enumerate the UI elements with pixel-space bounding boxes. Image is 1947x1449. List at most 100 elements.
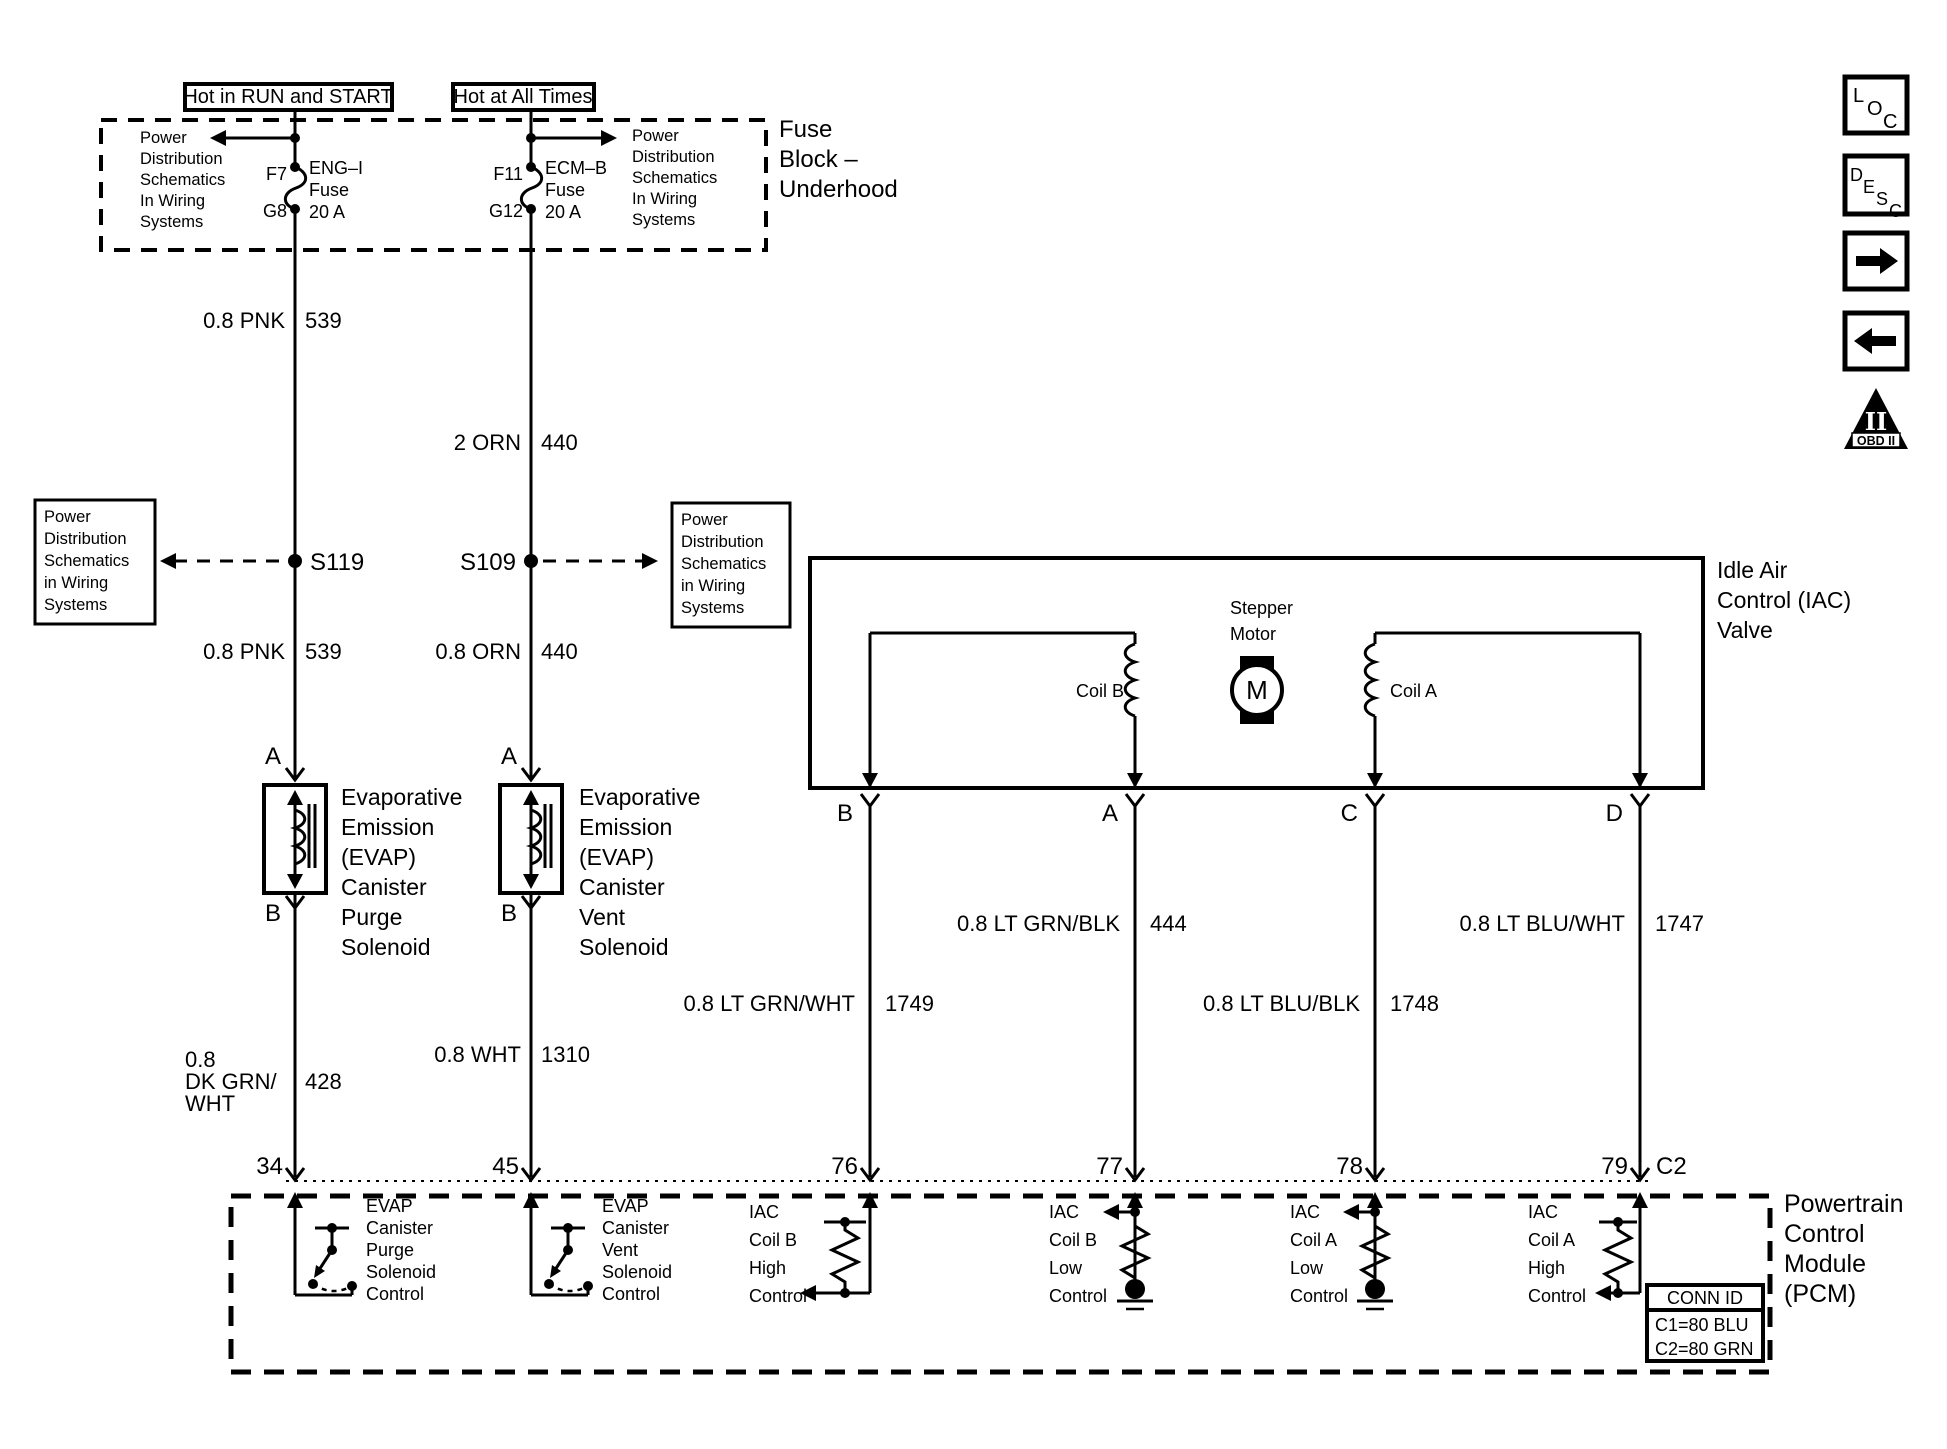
pcm-fn76: Coil B — [749, 1230, 797, 1250]
fuse1-pin-top: F7 — [266, 164, 287, 184]
power-distribution-box-mid: Power Distribution Schematics in Wiring … — [670, 501, 792, 629]
fuse-right-note: Power — [632, 127, 679, 145]
splice-s109: S109 — [460, 549, 658, 576]
connector-fork-icon — [859, 793, 881, 809]
pcm-fn45: Solenoid — [602, 1262, 672, 1282]
next-button[interactable] — [1842, 230, 1910, 292]
fuse2-label: 20 A — [545, 202, 581, 222]
iac-pin-b: B — [837, 800, 853, 827]
banner-hot-in-run-start-label: Hot in RUN and START — [183, 86, 392, 108]
fuse-block-title: Underhood — [779, 176, 898, 203]
desc-letter: E — [1863, 177, 1875, 197]
connector-fork-icon — [1629, 1167, 1651, 1183]
resistor-icon — [828, 1222, 862, 1293]
wire-circuit: 440 — [541, 430, 578, 455]
back-button[interactable] — [1842, 310, 1910, 372]
pcm-driver-evap-vent: EVAP Canister Vent Solenoid Control — [523, 1192, 672, 1304]
power-dist-left-line: Systems — [44, 596, 107, 614]
pcm-connector-id: C2 — [1656, 1153, 1687, 1180]
solenoid-coil-icon — [525, 808, 543, 866]
connector-fork-icon — [520, 1167, 542, 1183]
fuse-block-title: Fuse — [779, 116, 832, 143]
obd2-badge[interactable]: II OBD II — [1844, 388, 1908, 449]
pcm-fn34: EVAP — [366, 1196, 413, 1216]
iac-pin-a: A — [1102, 800, 1118, 827]
conn-id-row: C1=80 BLU — [1655, 1315, 1749, 1335]
fuse-left-note: In Wiring — [140, 192, 205, 210]
wire-label: WHT — [185, 1091, 235, 1116]
splice-s109-label: S109 — [460, 549, 516, 576]
connector-fork-icon — [859, 1167, 881, 1183]
loc-letter: O — [1867, 98, 1883, 120]
arrow-right-icon — [1856, 248, 1898, 274]
connector-fork-icon — [520, 895, 542, 911]
iac-title: Valve — [1717, 617, 1773, 643]
fuse2-pin-bottom: G12 — [489, 201, 523, 221]
connector-fork-icon — [1629, 793, 1651, 809]
wire-circuit: 539 — [305, 308, 342, 333]
connector-fork-icon — [1124, 1167, 1146, 1183]
pcm-pin-77: 77 — [1096, 1153, 1123, 1180]
loc-button[interactable]: L O C — [1842, 74, 1910, 136]
fuse-right-note: Schematics — [632, 169, 717, 187]
power-dist-left-line: Power — [44, 508, 91, 526]
stepper-motor-label: Stepper — [1230, 598, 1293, 618]
wire-label: 0.8 LT GRN/BLK — [957, 911, 1120, 936]
wire-label: 0.8 PNK — [203, 639, 285, 664]
fuse-eng-i: F7 G8 ENG–I Fuse 20 A — [263, 110, 363, 222]
pcm-fn77: IAC — [1049, 1202, 1079, 1222]
wire-circuit: 1748 — [1390, 991, 1439, 1016]
wire-label: 0.8 LT BLU/WHT — [1460, 911, 1625, 936]
evap-vent-label: Vent — [579, 904, 626, 930]
evap-purge-pin-a: A — [265, 743, 281, 770]
iac-pin-d: D — [1606, 800, 1623, 827]
conn-id-row: C2=80 GRN — [1655, 1339, 1754, 1359]
fuse1-label: ENG–I — [309, 158, 363, 178]
pcm-fn79: High — [1528, 1258, 1565, 1278]
fuse-block-underhood: Power Distribution Schematics In Wiring … — [99, 110, 898, 252]
pcm-fn77: Low — [1049, 1258, 1083, 1278]
resistor-icon — [1358, 1220, 1392, 1281]
iac-pin-c: C — [1341, 800, 1358, 827]
pcm-iac-coil-a-low: IAC Coil A Low Control — [1290, 1192, 1393, 1311]
fuse-element-icon — [519, 165, 544, 211]
wire-circuit: 440 — [541, 639, 578, 664]
connector-fork-icon — [284, 895, 306, 911]
resistor-icon — [1601, 1222, 1635, 1293]
wire-label: 0.8 — [185, 1047, 216, 1072]
pcm-fn77: Control — [1049, 1286, 1107, 1306]
iac-valve: Idle Air Control (IAC) Valve Stepper Mot… — [808, 556, 1851, 827]
pcm-box: Powertrain Control Module (PCM) EVAP Can… — [228, 1190, 1904, 1375]
fuse-left-note: Systems — [140, 213, 203, 231]
wire-circuit: 1749 — [885, 991, 934, 1016]
pcm-fn76: Control — [749, 1286, 807, 1306]
wire-circuit: 539 — [305, 639, 342, 664]
evap-purge-label: Evaporative — [341, 784, 462, 810]
wire-circuit: 428 — [305, 1069, 342, 1094]
evap-vent-label: Evaporative — [579, 784, 700, 810]
pcm-title: (PCM) — [1784, 1280, 1856, 1308]
coil-b-label: Coil B — [1076, 681, 1124, 701]
pcm-title: Powertrain — [1784, 1190, 1904, 1218]
pcm-iac-coil-b-high: IAC Coil B High Control — [749, 1192, 878, 1306]
wire-label: 2 ORN — [454, 430, 521, 455]
fuse-right-note: Systems — [632, 211, 695, 229]
connector-fork-icon — [520, 767, 542, 783]
pcm-fn78: Control — [1290, 1286, 1348, 1306]
arrow-right-icon — [601, 130, 617, 146]
pcm-pin-78: 78 — [1336, 1153, 1363, 1180]
evap-vent-pin-a: A — [501, 743, 517, 770]
desc-letter: C — [1889, 201, 1902, 221]
loc-letter: L — [1853, 85, 1864, 107]
pcm-fn79: Control — [1528, 1286, 1586, 1306]
solenoid-coil-icon — [289, 808, 307, 866]
pcm-fn78: Low — [1290, 1258, 1324, 1278]
connector-fork-icon — [1124, 793, 1146, 809]
conn-id-table: CONN ID C1=80 BLU C2=80 GRN — [1645, 1283, 1765, 1363]
desc-button[interactable]: D E S C — [1842, 153, 1910, 221]
fuse-block-title: Block – — [779, 146, 858, 173]
power-dist-mid-line: Schematics — [681, 555, 766, 573]
resistor-icon — [1118, 1220, 1152, 1281]
